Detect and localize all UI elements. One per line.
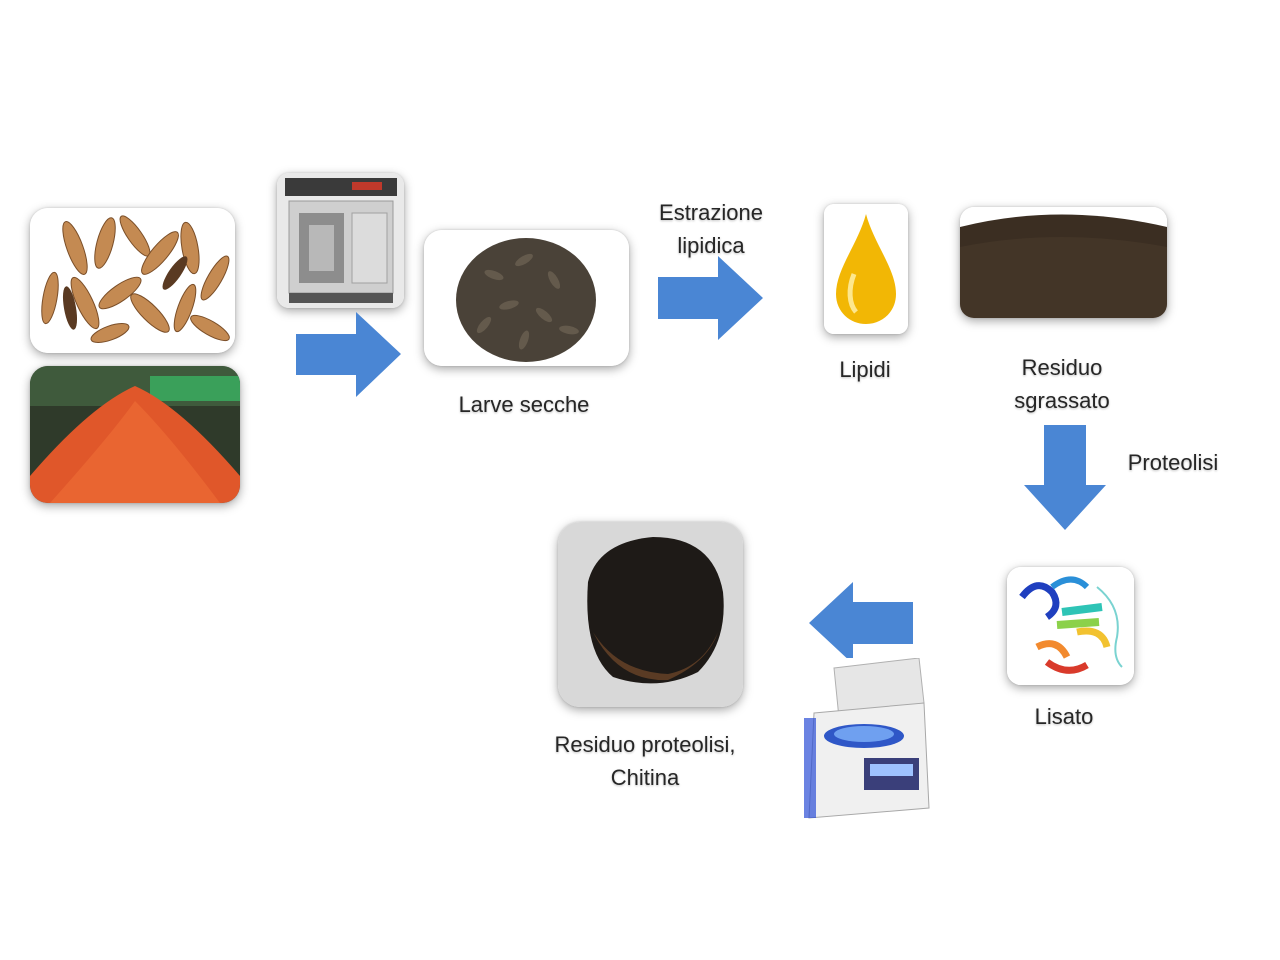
label-proteolysis: Proteolisi bbox=[1127, 450, 1219, 475]
label-proteolysis-residue-line2: Chitina bbox=[610, 765, 680, 790]
label-lipid-extraction-line1: Estrazione bbox=[659, 200, 763, 225]
larvae-photo bbox=[30, 208, 235, 353]
arrow-right-1 bbox=[296, 312, 401, 397]
feed-substrate-photo bbox=[30, 366, 240, 503]
centrifuge-photo bbox=[804, 658, 934, 822]
label-dried-larvae: Larve secche bbox=[458, 392, 590, 417]
arrow-left bbox=[809, 582, 913, 664]
label-defatted-residue-line1: Residuo bbox=[1021, 355, 1103, 380]
defatted-powder-photo bbox=[960, 207, 1167, 318]
label-lipid-extraction-line2: lipidica bbox=[677, 233, 745, 258]
label-proteolysis-residue: Residuo proteolisi, Chitina bbox=[520, 728, 770, 794]
label-defatted-residue-line2: sgrassato bbox=[1014, 388, 1110, 413]
arrow-right-2 bbox=[658, 256, 763, 340]
label-lysate: Lisato bbox=[1034, 704, 1094, 729]
label-lipid-extraction: Estrazione lipidica bbox=[620, 196, 802, 262]
oven-photo bbox=[277, 173, 404, 308]
dried-larvae-photo bbox=[424, 230, 629, 366]
chitin-residue-photo bbox=[558, 522, 743, 707]
arrow-down bbox=[1024, 425, 1106, 530]
oil-drop-icon bbox=[824, 204, 908, 334]
label-proteolysis-residue-line1: Residuo proteolisi, bbox=[554, 732, 736, 757]
label-lipids: Lipidi bbox=[839, 357, 891, 382]
protein-structure-icon bbox=[1007, 567, 1134, 685]
label-defatted-residue: Residuo sgrassato bbox=[982, 351, 1142, 417]
